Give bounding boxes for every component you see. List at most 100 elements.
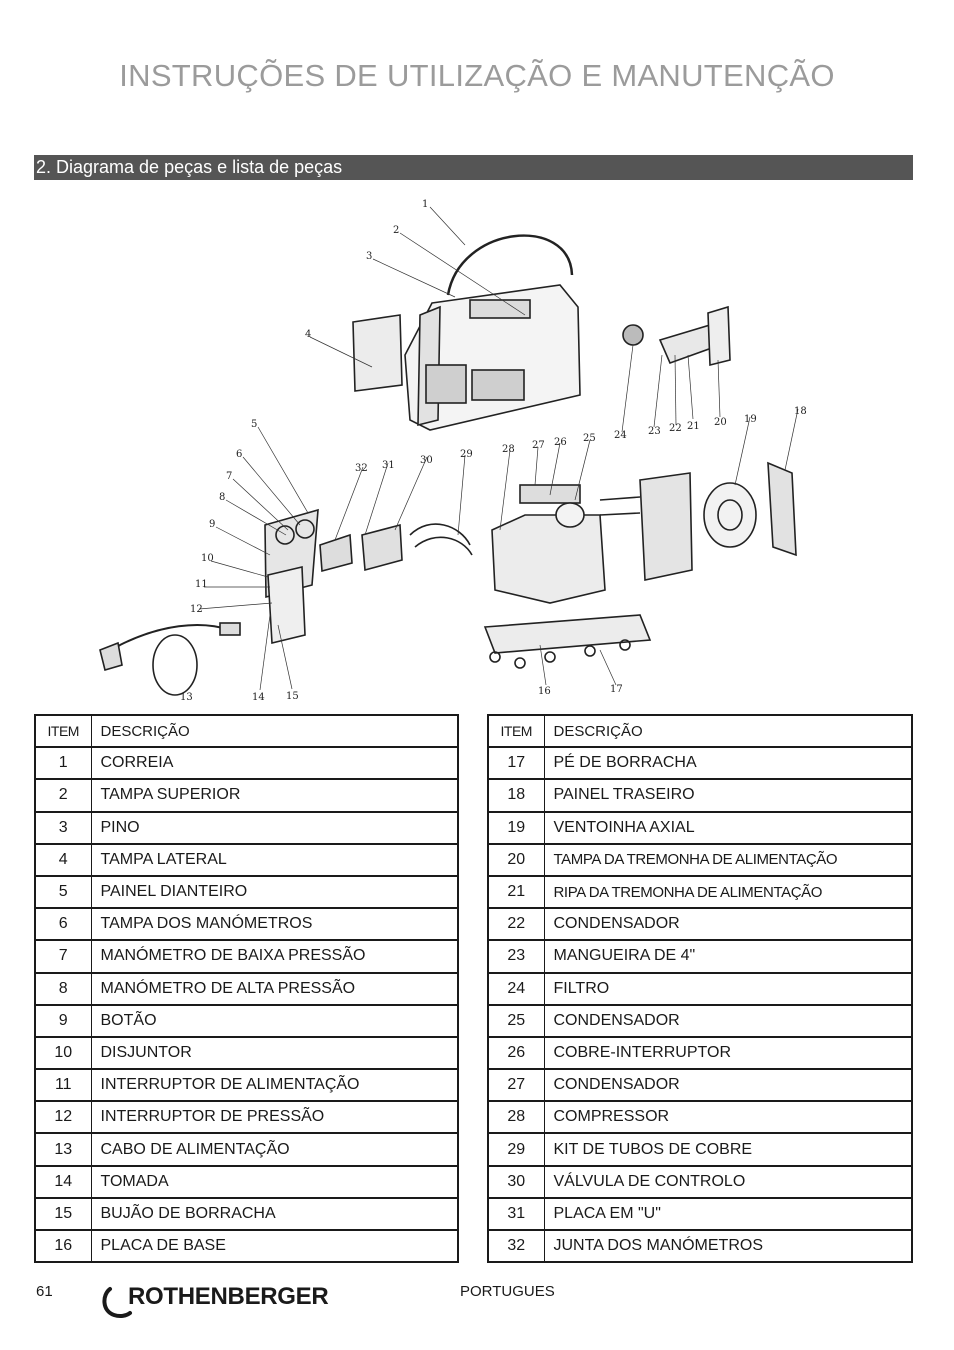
page-title: INSTRUÇÕES DE UTILIZAÇÃO E MANUTENÇÃO	[119, 58, 835, 93]
callout-31: 31	[382, 460, 395, 471]
part-description: PAINEL TRASEIRO	[543, 778, 913, 813]
back-panel-part	[767, 461, 797, 557]
part-item-number: 17	[487, 746, 545, 781]
callout-24: 24	[614, 430, 627, 441]
part-description: JUNTA DOS MANÓMETROS	[543, 1229, 913, 1264]
part-description: RIPA DA TREMONHA DE ALIMENTAÇÃO	[543, 875, 913, 910]
exploded-parts-diagram: 1 2 3 4 5 6 7 8 9 10 11 12 13 14 15 16 1…	[80, 195, 840, 710]
callout-16: 16	[538, 686, 551, 697]
column-header-item: ITEM	[34, 714, 92, 749]
part-description: COMPRESSOR	[543, 1100, 913, 1135]
part-item-number: 9	[34, 1004, 92, 1038]
callout-11: 11	[195, 579, 208, 590]
part-item-number: 27	[487, 1068, 545, 1103]
part-item-number: 30	[487, 1165, 545, 1199]
callout-4: 4	[305, 329, 311, 340]
callout-2: 2	[393, 225, 399, 236]
callout-5: 5	[251, 419, 257, 430]
part-item-number: 6	[34, 907, 92, 942]
compressor-part	[491, 514, 606, 604]
callout-25: 25	[583, 433, 596, 444]
part-item-number: 16	[34, 1229, 92, 1264]
callout-28: 28	[502, 444, 515, 455]
callout-13: 13	[180, 692, 193, 703]
brand-logo: ROTHENBERGER	[100, 1281, 350, 1321]
part-item-number: 29	[487, 1132, 545, 1167]
table-header-row: ITEM DESCRIÇÃO	[487, 714, 913, 749]
callout-10: 10	[201, 553, 214, 564]
part-item-number: 20	[487, 843, 545, 877]
column-header-item: ITEM	[487, 714, 545, 749]
part-description: CORREIA	[90, 746, 459, 781]
part-item-number: 22	[487, 907, 545, 942]
column-header-description: DESCRIÇÃO	[90, 714, 459, 749]
callout-26: 26	[554, 437, 567, 448]
part-item-number: 18	[487, 778, 545, 813]
callout-3: 3	[366, 251, 372, 262]
part-item-number: 26	[487, 1036, 545, 1071]
section-heading: 2. Diagrama de peças e lista de peças	[34, 155, 913, 180]
side-cover-part	[352, 314, 403, 392]
part-description: TAMPA SUPERIOR	[90, 778, 459, 813]
part-description: MANGUEIRA DE 4"	[543, 939, 913, 974]
brand-name: ROTHENBERGER	[128, 1283, 329, 1310]
part-item-number: 19	[487, 811, 545, 845]
part-description: TAMPA LATERAL	[90, 843, 459, 877]
part-item-number: 31	[487, 1197, 545, 1232]
column-header-description: DESCRIÇÃO	[543, 714, 913, 749]
part-description: PLACA EM "U"	[543, 1197, 913, 1232]
diagram-drawing: 1 2 3 4 5 6 7 8 9 10 11 12 13 14 15 16 1…	[99, 199, 807, 703]
part-item-number: 15	[34, 1197, 92, 1232]
part-item-number: 5	[34, 875, 92, 910]
strap-part	[446, 234, 574, 296]
axial-fan-part	[703, 482, 757, 548]
callout-6: 6	[236, 449, 242, 460]
page-number: 61	[36, 1283, 53, 1300]
part-description: VÁLVULA DE CONTROLO	[543, 1165, 913, 1199]
part-item-number: 1	[34, 746, 92, 781]
part-item-number: 28	[487, 1100, 545, 1135]
part-item-number: 25	[487, 1004, 545, 1038]
part-description: MANÓMETRO DE ALTA PRESSÃO	[90, 971, 459, 1006]
part-item-number: 10	[34, 1036, 92, 1071]
part-description: CABO DE ALIMENTAÇÃO	[90, 1132, 459, 1167]
part-description: INTERRUPTOR DE PRESSÃO	[90, 1100, 459, 1135]
part-description: TOMADA	[90, 1165, 459, 1199]
callout-27: 27	[532, 440, 545, 451]
part-description: KIT DE TUBOS DE COBRE	[543, 1132, 913, 1167]
part-item-number: 2	[34, 778, 92, 813]
part-item-number: 14	[34, 1165, 92, 1199]
part-description: CONDENSADOR	[543, 907, 913, 942]
part-item-number: 8	[34, 971, 92, 1006]
part-description: PLACA DE BASE	[90, 1229, 459, 1264]
callout-12: 12	[190, 604, 203, 615]
part-item-number: 24	[487, 971, 545, 1006]
part-item-number: 21	[487, 875, 545, 910]
part-description: PAINEL DIANTEIRO	[90, 875, 459, 910]
callout-14: 14	[252, 692, 265, 703]
